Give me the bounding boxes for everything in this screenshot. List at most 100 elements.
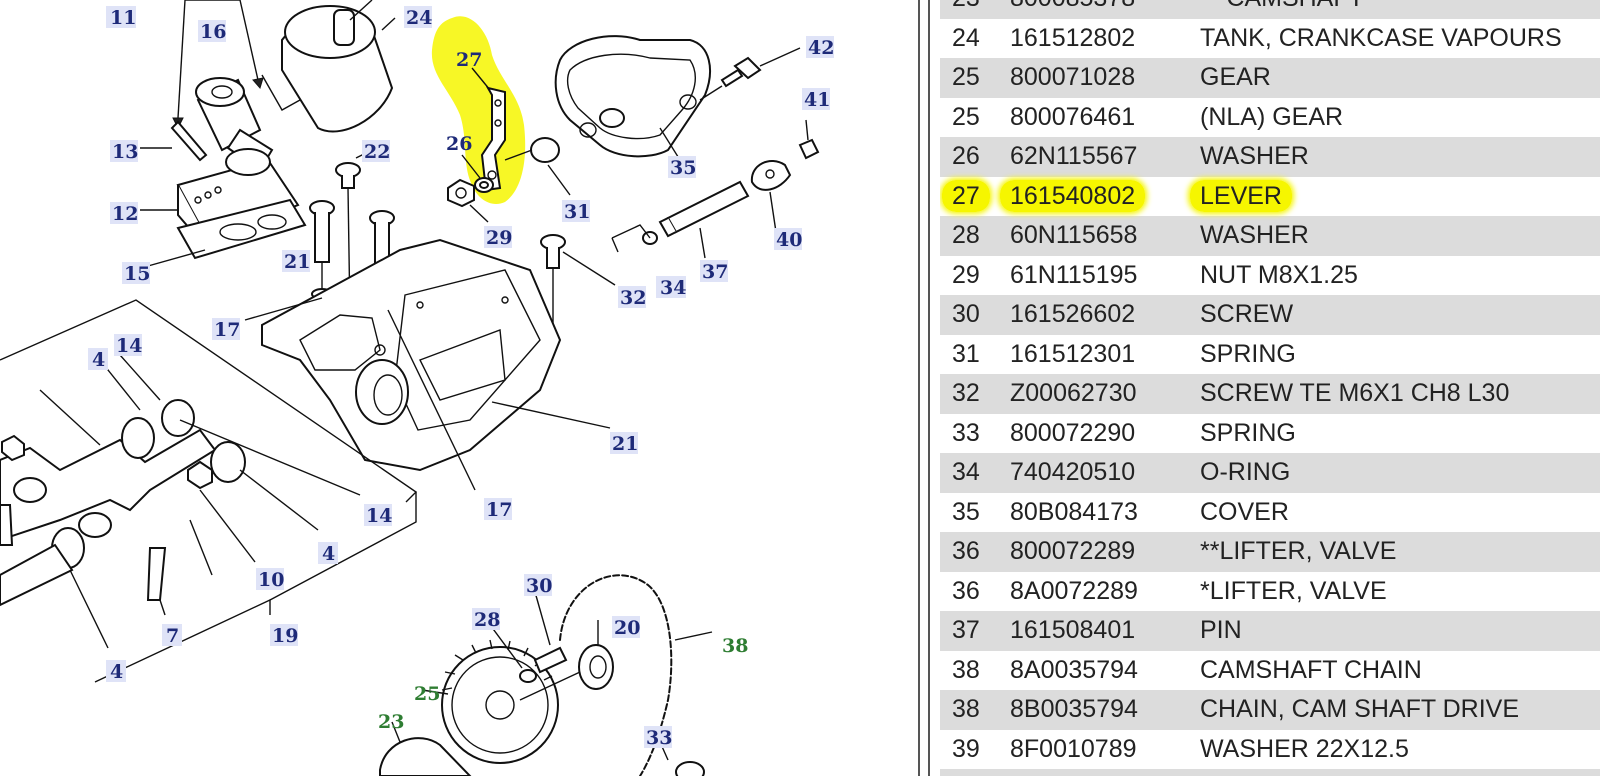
part-description-text: LEVER <box>1190 179 1292 212</box>
part-ref-cell: 25 <box>940 58 1010 98</box>
callout-37: 37 <box>700 260 728 283</box>
part-number-text: 800085378 <box>1010 0 1135 12</box>
part-32-screw <box>540 234 616 340</box>
svg-text:32: 32 <box>620 287 646 309</box>
part-description-text: COVER <box>1200 497 1289 526</box>
part-number-cell: 161526602 <box>1010 295 1200 335</box>
table-row[interactable] <box>940 769 1600 776</box>
callout-21b: 21 <box>610 432 638 455</box>
svg-text:28: 28 <box>474 609 500 631</box>
svg-text:30: 30 <box>526 575 552 597</box>
part-20-roller <box>519 620 614 701</box>
callout-21a: 21 <box>282 250 310 273</box>
callout-7: 7 <box>162 624 182 647</box>
part-number-cell: 800072289 <box>1010 532 1200 572</box>
svg-text:20: 20 <box>614 617 640 639</box>
callout-17a: 17 <box>212 318 240 341</box>
svg-text:11: 11 <box>110 7 136 29</box>
part-description-cell: TANK, CRANKCASE VAPOURS <box>1200 19 1600 59</box>
callout-10: 10 <box>256 568 284 591</box>
table-row[interactable]: 31 161512301 SPRING <box>940 335 1600 375</box>
crankcase-body <box>244 238 611 491</box>
part-number-text: 161526602 <box>1010 300 1136 329</box>
part-ref-cell: 38 <box>940 690 1010 730</box>
callout-28: 28 <box>472 608 500 631</box>
callout-4b: 4 <box>318 542 338 565</box>
part-description-cell: SPRING <box>1200 335 1600 375</box>
part-number-cell: 800072290 <box>1010 414 1200 454</box>
part-ref-cell: 27 <box>940 177 1010 217</box>
part-description-text: SPRING <box>1200 339 1296 368</box>
part-ref-text: 39 <box>952 734 980 763</box>
svg-text:38: 38 <box>722 635 748 657</box>
part-number-cell: 161508401 <box>1010 611 1200 651</box>
callout-31: 31 <box>562 200 590 223</box>
part-description-text: SCREW TE M6X1 CH8 L30 <box>1200 379 1510 408</box>
part-description-cell: WASHER <box>1200 216 1600 256</box>
panel-divider-inner <box>928 0 930 776</box>
part-ref-text: 38 <box>952 695 980 724</box>
svg-text:4: 4 <box>110 661 123 683</box>
svg-text:22: 22 <box>364 141 390 163</box>
diagram-drawing: 11 16 24 27 42 41 13 22 26 35 12 31 40 2… <box>0 0 834 776</box>
svg-text:31: 31 <box>564 201 590 223</box>
part-number-cell: 61N115195 <box>1010 256 1200 296</box>
part-number-text: 161512301 <box>1010 339 1136 368</box>
svg-text:23: 23 <box>378 711 404 733</box>
svg-text:33: 33 <box>646 727 672 749</box>
callout-38: 38 <box>722 635 748 657</box>
part-ref-cell: 31 <box>940 335 1010 375</box>
part-description-cell: LEVER <box>1190 177 1600 217</box>
part-ref-text: 24 <box>952 23 980 52</box>
part-23-camshaft <box>379 721 472 776</box>
part-description-cell: NUT M8X1.25 <box>1200 256 1600 296</box>
svg-text:21: 21 <box>284 251 310 273</box>
part-description-cell: CAMSHAFT CHAIN <box>1200 651 1600 691</box>
callout-22: 22 <box>362 140 390 163</box>
part-description-text: **LIFTER, VALVE <box>1200 537 1397 566</box>
callout-11: 11 <box>106 6 136 29</box>
svg-text:35: 35 <box>670 157 696 179</box>
part-description-cell: **LIFTER, VALVE <box>1200 532 1600 572</box>
table-row[interactable]: 23800085378** CAMSHAFT <box>940 0 1600 19</box>
part-number-cell: 161512301 <box>1010 335 1200 375</box>
part-15-gasket <box>147 198 307 267</box>
part-ref-text: 34 <box>952 458 980 487</box>
part-22-screw <box>335 151 369 319</box>
part-30-screw <box>533 591 568 674</box>
part-ref-text: 31 <box>952 339 980 368</box>
part-number-text: 62N115567 <box>1010 142 1138 171</box>
callout-4a: 4 <box>88 348 108 371</box>
part-ref-cell: 39 <box>940 730 1010 770</box>
part-description-text: SCREW <box>1200 300 1294 329</box>
svg-text:25: 25 <box>414 683 440 705</box>
part-35-cover <box>554 35 711 161</box>
svg-text:37: 37 <box>702 261 728 283</box>
part-ref-text: 29 <box>952 260 980 289</box>
part-ref-text: 30 <box>952 300 980 329</box>
part-ref-cell: 29 <box>940 256 1010 296</box>
table-row[interactable]: 30 161526602 SCREW <box>940 295 1600 335</box>
part-description-cell: PIN <box>1200 611 1600 651</box>
part-number-text: 8B0035794 <box>1010 695 1138 724</box>
part-ref-cell: 28 <box>940 216 1010 256</box>
part-number-cell: 161512802 <box>1010 19 1200 59</box>
part-number-cell: 800071028 <box>1010 58 1200 98</box>
